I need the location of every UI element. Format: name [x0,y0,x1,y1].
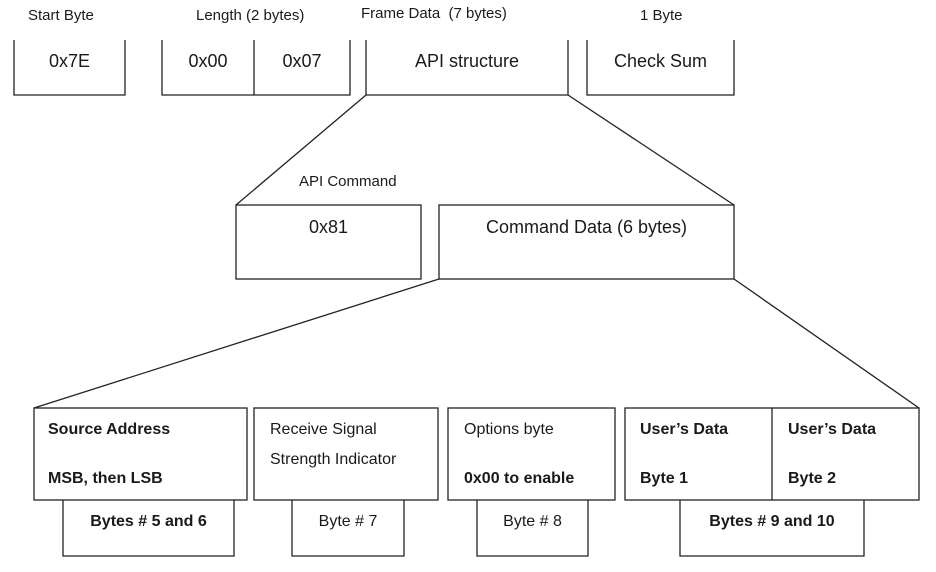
rssi-box [253,407,439,501]
source-address-line1: Source Address [48,421,171,438]
user1-line2: Byte 1 [640,470,689,487]
frame-data-box [365,40,569,96]
user-bytes: Bytes # 9 and 10 [709,513,835,530]
length-label: Length (2 bytes) [196,7,305,24]
source-bytes-box [62,500,235,557]
rssi-line2: Strength Indicator [270,451,397,468]
options-line2: 0x00 to enable [464,470,575,487]
user-bytes-box [679,500,865,557]
expand-line-right [567,94,735,206]
options-box [447,407,616,501]
command-data-box [438,204,735,280]
expand-line-left [235,94,367,206]
rssi-line1: Receive Signal [270,421,377,438]
expand-line-right-2 [733,278,920,409]
frame-data-label: Frame Data (7 bytes) [361,5,507,22]
length-box [161,40,351,96]
source-bytes: Bytes # 5 and 6 [90,513,207,530]
options-bytes: Byte # 8 [503,513,562,530]
user2-line2: Byte 2 [788,470,837,487]
user2-line1: User’s Data [788,421,877,438]
length-lsb-value: 0x07 [282,51,322,71]
api-command-value: 0x81 [308,217,349,237]
start-byte-value: 0x7E [48,51,91,71]
rssi-bytes: Byte # 7 [318,513,378,530]
length-msb-value: 0x00 [188,51,228,71]
start-byte-label: Start Byte [28,7,94,24]
options-line1: Options byte [464,421,554,438]
expand-line-left-2 [33,278,440,409]
api-command-box [235,204,422,280]
options-bytes-box [476,500,589,557]
source-address-line2: MSB, then LSB [48,470,163,487]
source-address-box [33,407,248,501]
rssi-bytes-box [291,500,405,557]
api-command-label: API Command [299,173,397,190]
checksum-label: 1 Byte [640,7,683,24]
command-data-value: Command Data (6 bytes) [485,217,688,237]
user1-line1: User’s Data [640,421,729,438]
checksum-box [586,40,735,96]
frame-data-value: API structure [414,51,520,71]
start-byte-box [13,40,126,96]
checksum-value: Check Sum [613,51,708,71]
